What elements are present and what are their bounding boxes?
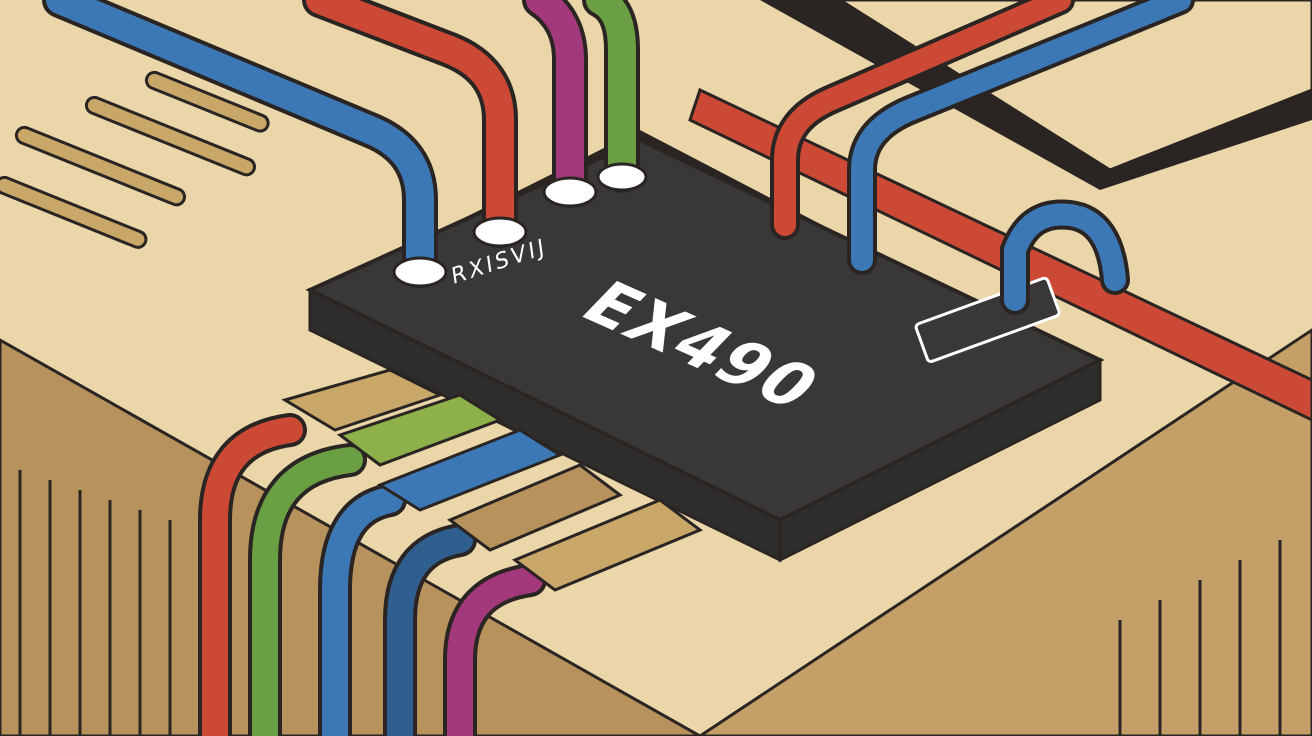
illustration bbox=[0, 0, 1312, 736]
illustration-scene: RXISVIJ EX490 bbox=[0, 0, 1312, 736]
